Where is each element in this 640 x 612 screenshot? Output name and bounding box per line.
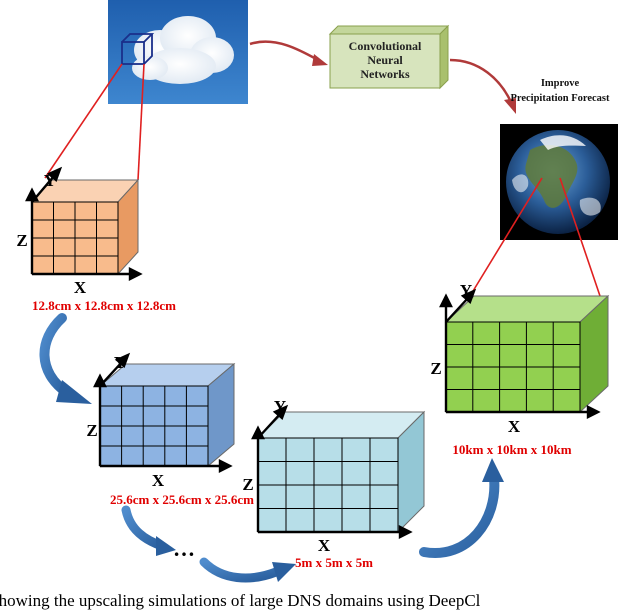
cube2-x-label: X [152,471,165,490]
cube3-z-label: Z [242,475,253,494]
cube1-to-cube2-arrow [39,313,92,404]
ellipsis-to-cube3-arrow [199,557,296,583]
cube2-z-label: Z [86,421,97,440]
cube3-dims-label: 5m x 5m x 5m [295,555,373,570]
cloud-to-cube-connector [44,63,145,181]
axes-icon [93,352,233,473]
cube2-to-ellipsis-arrow [121,505,176,556]
cube-25-6cm: X Y Z 25.6cm x 25.6cm x 25.6cm [86,352,254,507]
cnn-label-line1: Convolutional [349,39,422,53]
axes-icon [251,404,413,539]
cube4-x-label: X [508,417,521,436]
cloud-to-cnn-arrow [249,40,328,66]
earth-image [500,124,618,240]
cube3-to-cube4-arrow [419,458,504,559]
cnn-label-line2: Neural [367,53,403,67]
earth-to-cube-connector [469,177,601,297]
axes-icon [439,288,601,419]
cnn-box: Convolutional Neural Networks [328,24,450,90]
cube3-y-label: Y [274,397,286,416]
ellipsis-label: … [173,536,195,561]
cube4-y-label: Y [460,281,472,300]
improve-label-line1: Improve [541,78,580,89]
cube2-dims-label: 25.6cm x 25.6cm x 25.6cm [110,492,254,507]
cloud-icon [132,16,234,84]
cube-12-8cm: X Y Z 12.8cm x 12.8cm x 12.8cm [16,166,176,313]
cube1-z-label: Z [16,231,27,250]
cube1-y-label: Y [44,171,56,190]
cube1-x-label: X [74,278,87,297]
cube4-dims-label: 10km x 10km x 10km [452,442,571,457]
cnn-to-earth-arrow [449,58,516,114]
sample-cube-icon [121,33,155,65]
cube-5m: X Y Z 5m x 5m x 5m [242,397,426,570]
cube4-z-label: Z [430,359,441,378]
cloud-sky-image [108,0,248,104]
axes-icon [25,166,143,281]
cube1-dims-label: 12.8cm x 12.8cm x 12.8cm [32,298,176,313]
improve-label-line2: Precipitation Forecast [510,93,610,104]
cube-10km: X Y Z 10km x 10km x 10km [430,281,610,457]
cnn-label-line3: Networks [360,67,410,81]
cube2-y-label: Y [114,353,126,372]
cube3-x-label: X [318,536,331,555]
figure-caption: showing the upscaling simulations of lar… [0,591,481,610]
